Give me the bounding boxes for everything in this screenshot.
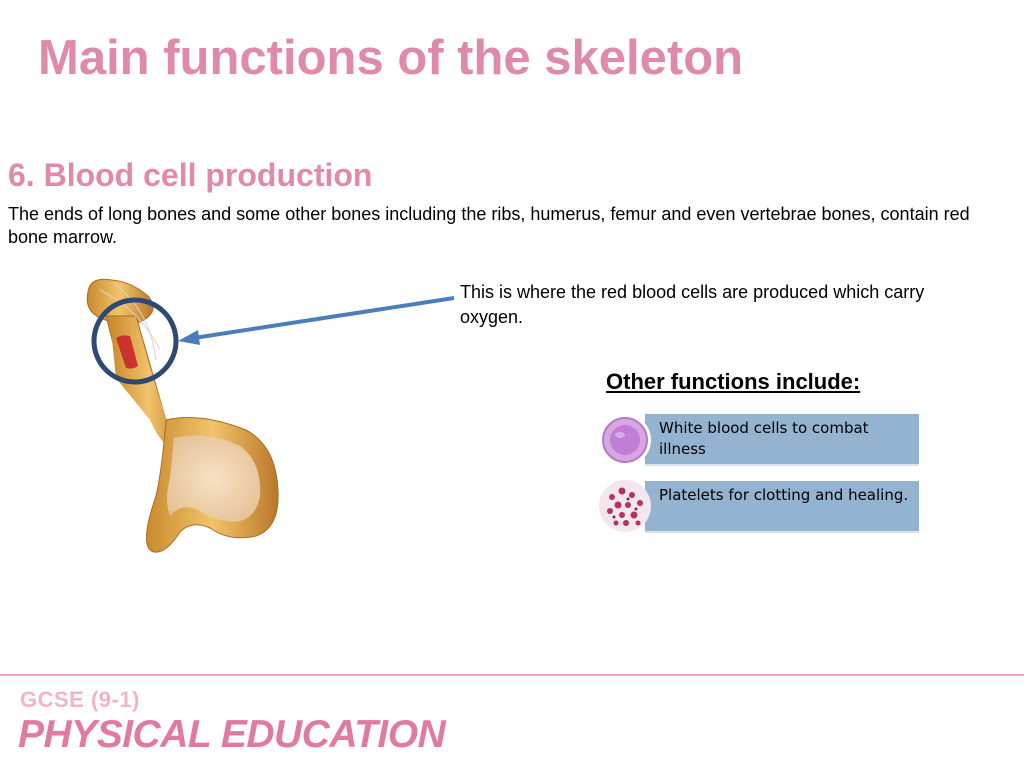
footer-course-level: GCSE (9-1) [20, 687, 140, 712]
function-item-platelets: Platelets for clotting and healing. [645, 481, 919, 533]
marrow-highlight-circle [91, 297, 179, 385]
long-bone-illustration [70, 270, 310, 570]
white-blood-cell-icon [598, 413, 652, 467]
footer-divider [0, 674, 1024, 676]
footer-subject: PHYSICAL EDUCATION [18, 713, 446, 756]
other-functions-heading: Other functions include: [606, 369, 861, 394]
callout-text: This is where the red blood cells are pr… [460, 282, 925, 327]
platelets-icon [598, 479, 652, 533]
function-item-text: Platelets for clotting and healing. [659, 486, 909, 504]
section-heading: 6. Blood cell production [8, 157, 373, 193]
slide-title: Main functions of the skeleton [38, 31, 744, 85]
function-item-white-blood-cells: White blood cells to combat illness [645, 414, 919, 466]
arrow-pointer [178, 296, 455, 345]
intro-text: The ends of long bones and some other bo… [8, 204, 970, 247]
function-item-text: White blood cells to combat illness [659, 419, 869, 458]
